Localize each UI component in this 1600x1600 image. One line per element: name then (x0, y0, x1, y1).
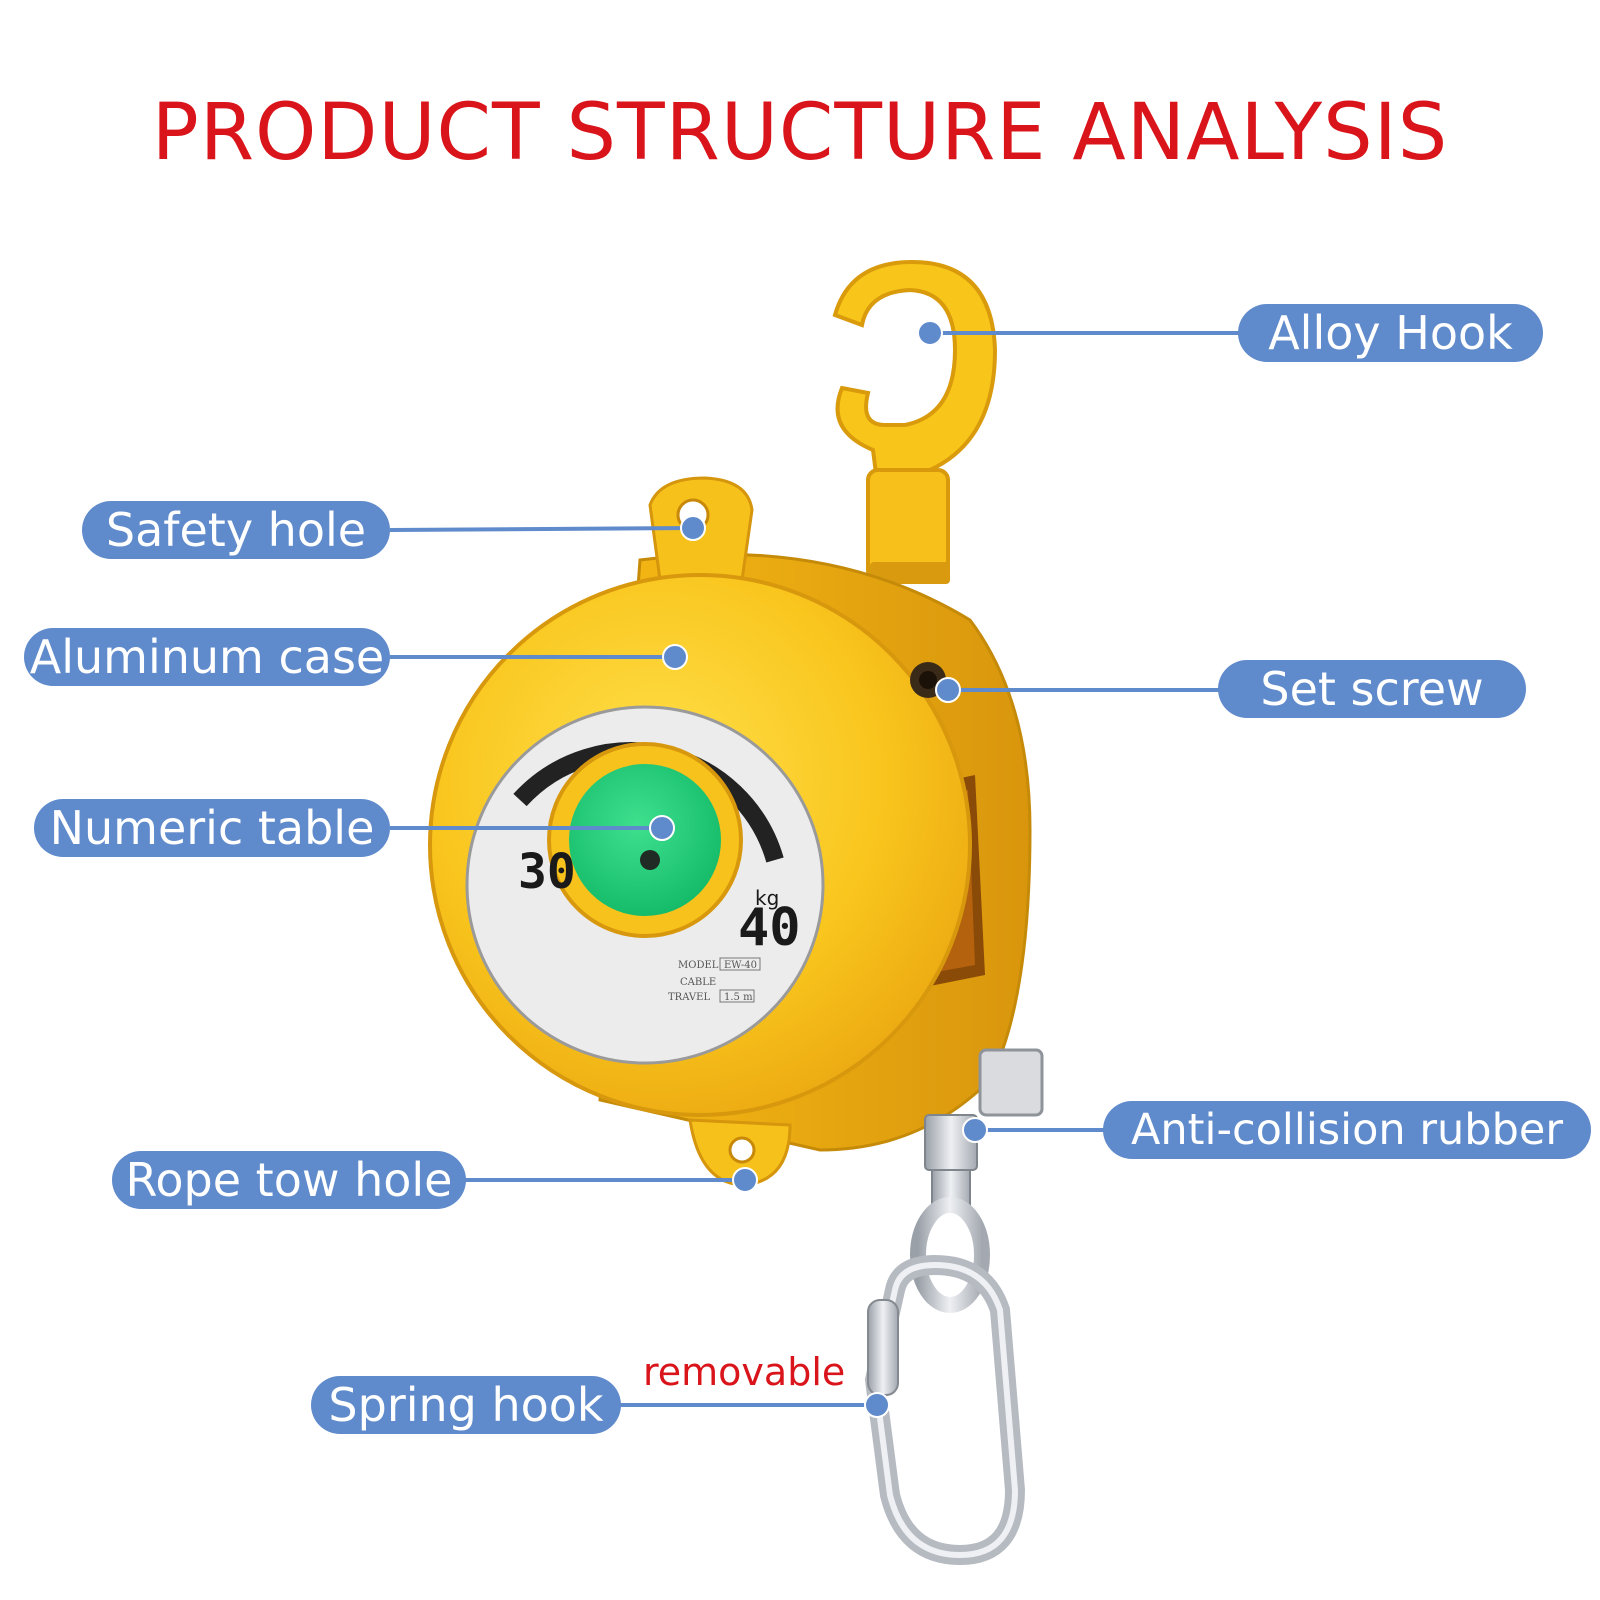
label-spring-hook: Spring hook (311, 1376, 621, 1434)
dial-unit: kg (755, 886, 779, 910)
plate-row-label: TRAVEL (668, 992, 710, 1003)
label-anti-collision-rubber: Anti-collision rubber (1103, 1101, 1591, 1159)
label-alloy-hook: Alloy Hook (1238, 304, 1543, 362)
label-rope-tow-hole: Rope tow hole (112, 1151, 466, 1209)
removable-note: removable (643, 1350, 846, 1394)
label-safety-hole: Safety hole (82, 501, 390, 559)
leader-dots (649, 320, 988, 1418)
anti-collision-rubber (924, 1048, 1044, 1211)
label-aluminum-case: Aluminum case (24, 628, 390, 686)
label-numeric-table: Numeric table (34, 799, 390, 857)
page-title: PRODUCT STRUCTURE ANALYSIS (151, 88, 1449, 178)
numeric-dial: 30 40 kg MODEL CABLE TRAVEL EW-40 1.5 m (465, 705, 825, 1065)
carabiner-icon (864, 1197, 1026, 1566)
dial-min-value: 30 (518, 844, 576, 900)
plate-row-label: CABLE (680, 977, 716, 988)
dial-max-value: 40 (738, 898, 801, 958)
plate-row-value: EW-40 (724, 960, 757, 971)
plate-row-value: 1.5 m (724, 992, 753, 1003)
label-set-screw: Set screw (1218, 660, 1526, 718)
leader-lines (389, 331, 1240, 1407)
plate-row-label: MODEL (678, 960, 719, 971)
alloy-hook-icon (832, 259, 998, 584)
